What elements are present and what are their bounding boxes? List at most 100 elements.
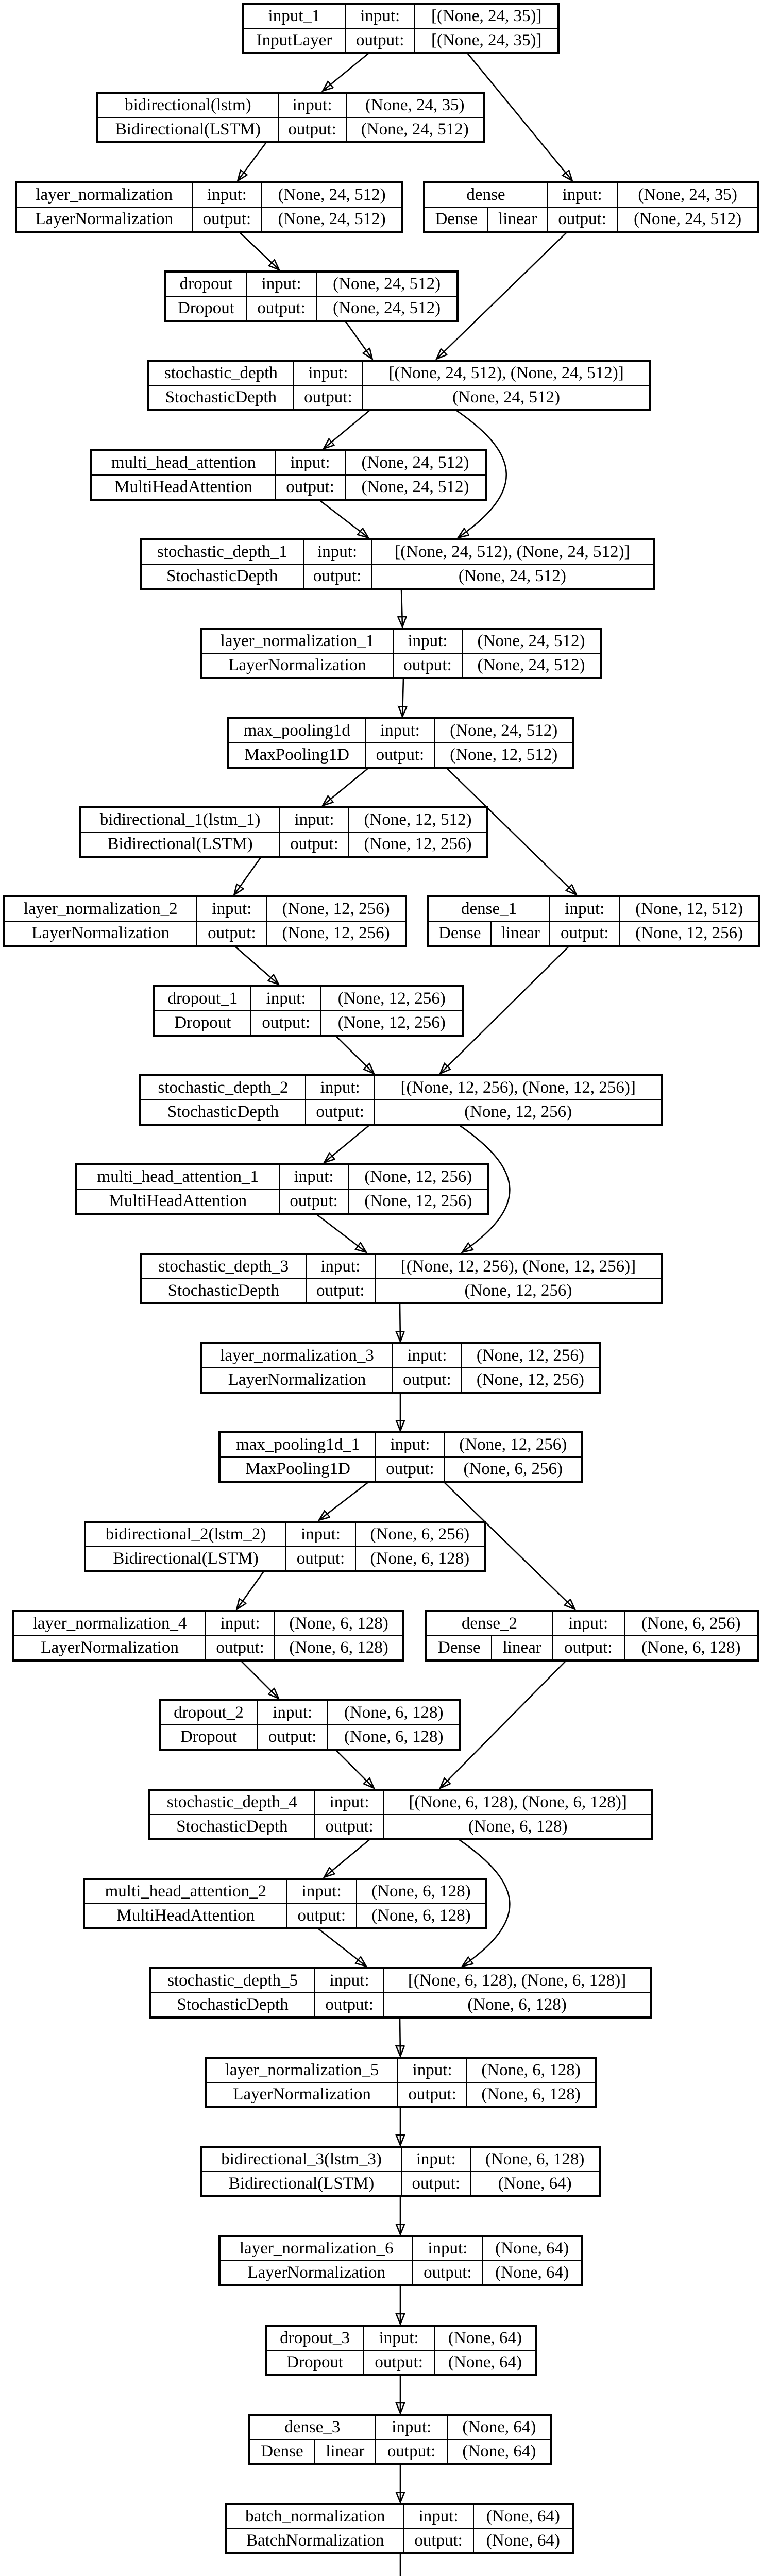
layer-name: layer_normalization_3	[200, 1343, 394, 1368]
layer-type: StochasticDepth	[149, 1992, 316, 2018]
layer-name: max_pooling1d	[227, 718, 366, 743]
layer-name: dropout_1	[154, 986, 251, 1011]
layer-type: Dropout	[159, 1724, 258, 1750]
layer-type: StochasticDepth	[140, 1099, 306, 1125]
layer-name: layer_normalization_2	[3, 896, 198, 922]
input-label: input:	[375, 1432, 445, 1458]
output-label: output:	[304, 1099, 376, 1125]
layer-type: Bidirectional(LSTM)	[79, 832, 281, 857]
input-label: input:	[363, 2325, 435, 2351]
layer-type: Dense	[423, 207, 489, 232]
layer-type: Dropout	[154, 1010, 251, 1036]
output-label: output:	[205, 1635, 276, 1661]
input-shape-value: (None, 24, 512)	[261, 182, 403, 208]
output-shape-value: (None, 6, 128)	[274, 1635, 404, 1661]
input-shape-value: (None, 6, 256)	[623, 1611, 759, 1636]
output-label: output:	[286, 1903, 357, 1929]
input-label: input:	[250, 986, 322, 1011]
layer-name: stochastic_depth	[147, 360, 294, 386]
output-label: output:	[196, 921, 267, 946]
input-shape-value: (None, 6, 128)	[466, 2057, 596, 2083]
layer-type: LayerNormalization	[200, 1367, 394, 1393]
input-shape-value: (None, 12, 256)	[348, 1164, 489, 1190]
output-shape-value: (None, 6, 128)	[327, 1724, 461, 1750]
output-shape-value: (None, 64)	[470, 2171, 600, 2197]
layer-name: dense_1	[427, 896, 551, 922]
layer-name: layer_normalization_4	[12, 1611, 207, 1636]
layer-type: MaxPooling1D	[218, 1456, 377, 1482]
output-label: output:	[256, 1724, 329, 1750]
input-label: input:	[302, 539, 372, 565]
input-label: input:	[412, 2235, 483, 2261]
input-shape-value: (None, 64)	[472, 2503, 574, 2529]
layer-name: stochastic_depth_3	[140, 1253, 307, 1279]
layer-name: input_1	[242, 3, 346, 29]
edge-multi_head_attention_2-to-stochastic_depth_5	[317, 1927, 366, 1966]
output-shape-value: [(None, 24, 35)]	[414, 28, 559, 54]
edge-layer_normalization-to-dropout	[239, 231, 279, 269]
layer-name: bidirectional_2(lstm_2)	[84, 1521, 287, 1547]
layer-name: dense_3	[248, 2414, 376, 2440]
input-label: input:	[403, 2503, 474, 2529]
output-label: output:	[546, 207, 618, 232]
output-shape-value: (None, 64)	[447, 2439, 552, 2465]
output-label: output:	[365, 742, 435, 768]
edge-multi_head_attention_1-to-stochastic_depth_3	[315, 1213, 366, 1252]
output-shape-value: (None, 6, 128)	[355, 1903, 487, 1929]
output-label: output:	[302, 564, 372, 589]
output-label: output:	[392, 1367, 462, 1393]
layer-name: bidirectional_3(lstm_3)	[200, 2146, 402, 2172]
input-shape-value: (None, 24, 512)	[462, 628, 601, 654]
activation-value: linear	[491, 1635, 553, 1661]
layer-type: Dense	[248, 2439, 315, 2465]
edge-dropout-to-stochastic_depth	[344, 320, 372, 359]
output-label: output:	[250, 1010, 322, 1036]
edge-input_1-to-dense	[466, 53, 572, 180]
edge-stochastic_depth_2-to-multi_head_attention_1	[325, 1124, 370, 1162]
input-shape-value: (None, 12, 256)	[320, 986, 463, 1011]
edge-dense-to-stochastic_depth	[437, 231, 568, 359]
input-label: input:	[375, 2414, 448, 2440]
output-shape-value: (None, 12, 256)	[461, 1367, 601, 1393]
output-shape-value: (None, 6, 256)	[444, 1456, 583, 1482]
layer-type: MaxPooling1D	[227, 742, 366, 768]
edge-stochastic_depth_2-to-stochastic_depth_3	[458, 1124, 511, 1252]
input-label: input:	[546, 182, 618, 208]
input-label: input:	[205, 1611, 276, 1636]
input-label: input:	[275, 450, 346, 476]
input-shape-value: [(None, 6, 128), (None, 6, 128)]	[383, 1789, 653, 1815]
output-label: output:	[275, 474, 346, 500]
edge-dense_1-to-stochastic_depth_2	[441, 945, 570, 1073]
edge-layer_normalization_4-to-dropout_2	[240, 1660, 278, 1698]
edge-stochastic_depth_4-to-multi_head_attention_2	[325, 1838, 370, 1877]
output-shape-value: (None, 6, 128)	[354, 1546, 486, 1572]
output-label: output:	[397, 2082, 468, 2108]
input-shape-value: (None, 12, 256)	[266, 896, 407, 922]
output-label: output:	[412, 2260, 483, 2286]
layer-type: MultiHeadAttention	[83, 1903, 287, 1929]
input-label: input:	[397, 2057, 468, 2083]
output-label: output:	[305, 1278, 376, 1304]
edge-max_pooling1d-to-bidirectional_1(lstm_1)	[323, 767, 369, 805]
layer-name: layer_normalization_6	[218, 2235, 414, 2261]
input-label: input:	[392, 1343, 462, 1368]
output-shape-value: (None, 12, 512)	[434, 742, 574, 768]
activation-value: linear	[314, 2439, 376, 2465]
layer-type: InputLayer	[242, 28, 346, 54]
layer-name: multi_head_attention	[90, 450, 276, 476]
input-shape-value: (None, 6, 128)	[274, 1611, 404, 1636]
